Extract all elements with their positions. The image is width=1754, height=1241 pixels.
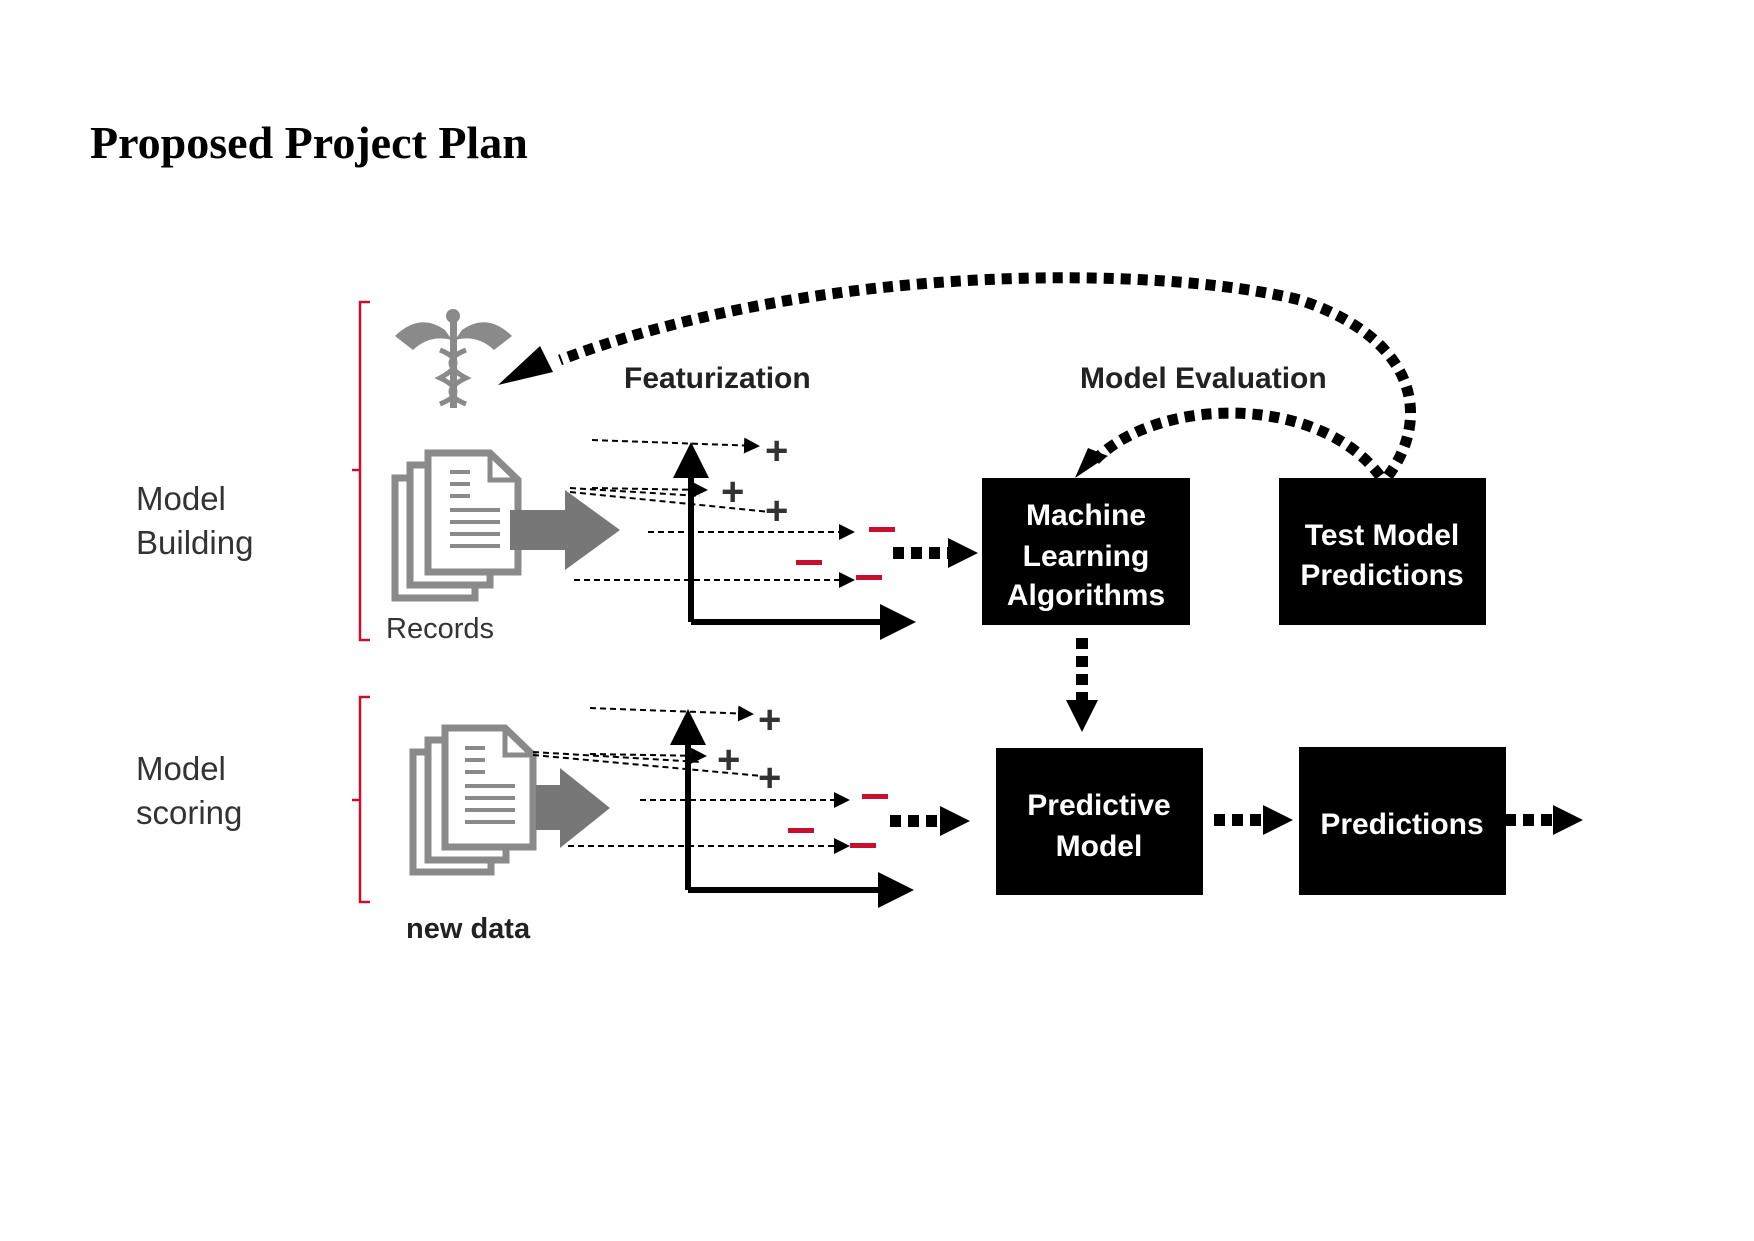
model-evaluation-label: Model Evaluation <box>1080 362 1327 395</box>
minus-marker <box>869 527 895 532</box>
plus-marker: + <box>765 429 788 473</box>
page-title: Proposed Project Plan <box>90 117 528 168</box>
predictions-box: Predictions <box>1299 747 1506 895</box>
caduceus-icon <box>395 309 512 408</box>
plus-marker: + <box>758 756 781 800</box>
ml-box-line1: Machine <box>1026 499 1146 532</box>
ml-box-line2: Learning <box>1023 540 1150 573</box>
flow-arrows <box>498 272 1583 836</box>
predictive-model-box: Predictive Model <box>996 748 1203 895</box>
minus-marker <box>856 575 882 580</box>
featurization-label: Featurization <box>624 362 811 395</box>
test-model-predictions-box: Test Model Predictions <box>1279 478 1486 625</box>
plus-marker: + <box>765 489 788 533</box>
records-to-featurization-arrow <box>510 490 620 570</box>
bracket-model-building <box>352 300 370 642</box>
minus-marker <box>862 794 888 799</box>
predictive-box-line2: Model <box>1056 830 1143 863</box>
test-box-line1: Test Model <box>1305 519 1459 552</box>
predictions-box-line1: Predictions <box>1320 808 1483 841</box>
plus-marker: + <box>721 470 744 514</box>
new-data-document-stack-icon <box>409 724 537 876</box>
model-scoring-label-line1: Model <box>136 750 226 787</box>
minus-marker <box>850 843 876 848</box>
building-feature-plot: + + + <box>569 429 916 640</box>
ml-box-line3: Algorithms <box>1007 579 1165 612</box>
predictive-box-line1: Predictive <box>1027 789 1170 822</box>
model-building-label-line2: Building <box>136 524 253 561</box>
scoring-feature-plot: + + + <box>532 698 914 908</box>
records-label: Records <box>386 613 494 645</box>
records-document-stack-icon <box>391 449 522 602</box>
plus-marker: + <box>717 738 740 782</box>
bracket-model-scoring <box>352 695 370 904</box>
machine-learning-algorithms-box: Machine Learning Algorithms <box>982 478 1190 625</box>
plus-marker: + <box>758 698 781 742</box>
test-box-line2: Predictions <box>1300 559 1463 592</box>
minus-marker <box>796 560 822 565</box>
new-data-to-featurization-arrow <box>536 768 610 848</box>
new-data-label: new data <box>406 913 531 945</box>
minus-marker <box>788 828 814 833</box>
model-building-label-line1: Model <box>136 480 226 517</box>
model-scoring-label-line2: scoring <box>136 794 242 831</box>
